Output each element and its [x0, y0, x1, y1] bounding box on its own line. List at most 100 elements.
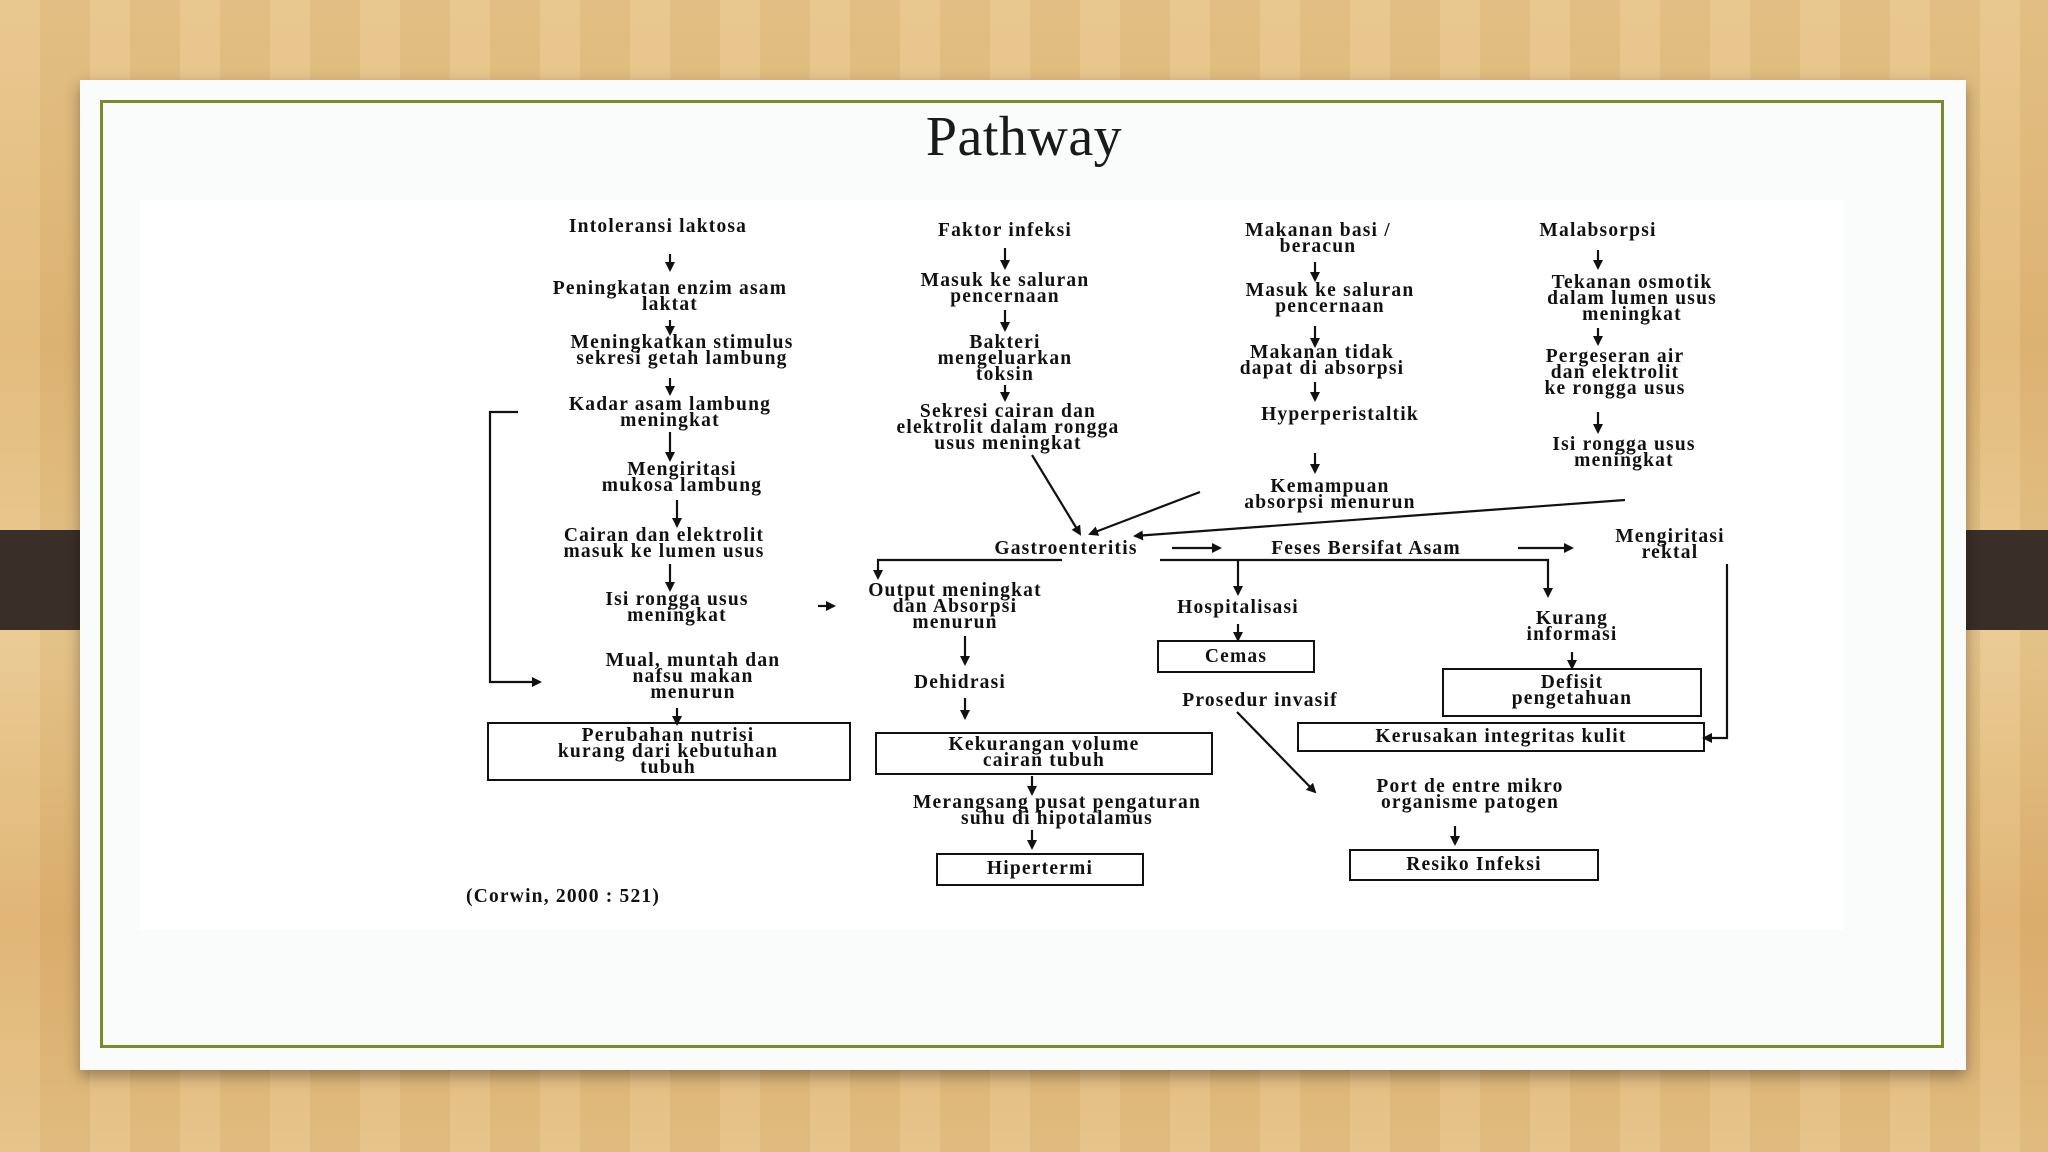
node-label-line: dapat di absorpsi — [1240, 358, 1405, 379]
node-label-line: mengeluarkan — [938, 348, 1073, 369]
node-label-line: Feses Bersifat Asam — [1271, 538, 1461, 559]
node-feses-asam: Feses Bersifat Asam — [1271, 538, 1461, 559]
node-label-line: pencernaan — [950, 286, 1060, 307]
node-label-line: meningkat — [1582, 304, 1682, 325]
node-label-line: Cemas — [1205, 646, 1267, 667]
node-label-line: Resiko Infeksi — [1406, 854, 1541, 875]
node-label-line: (Corwin, 2000 : 521) — [466, 886, 660, 907]
node-hospitalisasi: Hospitalisasi — [1177, 597, 1299, 618]
svg-text:Kerusakan integritas kulit: Kerusakan integritas kulit — [1375, 726, 1626, 747]
node-label-line: usus meningkat — [934, 433, 1081, 454]
node-label-line: Cairan dan elektrolit — [564, 525, 764, 546]
node-label-line: Peningkatan enzim asam — [553, 278, 787, 299]
svg-text:Hipertermi: Hipertermi — [987, 858, 1093, 879]
node-label-line: Kerusakan integritas kulit — [1375, 726, 1626, 747]
node-label-line: Mengiritasi — [627, 459, 737, 480]
node-label-line: dan Absorpsi — [893, 596, 1017, 617]
node-label-line: Isi rongga usus — [1552, 434, 1695, 455]
svg-text:Faktor infeksi: Faktor infeksi — [938, 220, 1072, 241]
node-label-line: informasi — [1527, 624, 1618, 645]
node-label-line: suhu di hipotalamus — [961, 808, 1153, 829]
node-label-line: masuk ke lumen usus — [563, 541, 764, 562]
node-label-line: dalam lumen usus — [1547, 288, 1717, 309]
node-label-line: mukosa lambung — [602, 475, 762, 496]
node-label-line: Masuk ke saluran — [921, 270, 1090, 291]
node-label-line: Masuk ke saluran — [1246, 280, 1415, 301]
node-label-line: Kadar asam lambung — [569, 394, 771, 415]
node-label-line: Prosedur invasif — [1182, 690, 1338, 711]
node-label-line: cairan tubuh — [983, 750, 1105, 771]
node-label-line: Makanan tidak — [1250, 342, 1394, 363]
node-label-line: Pergeseran air — [1546, 346, 1685, 367]
node-label-line: ke rongga usus — [1544, 378, 1685, 399]
node-cemas: Cemas — [1205, 646, 1267, 667]
node-faktor-infeksi: Faktor infeksi — [938, 220, 1072, 241]
node-label-line: Kurang — [1536, 608, 1608, 629]
node-label-line: Sekresi cairan dan — [920, 401, 1096, 422]
node-label-line: pengetahuan — [1512, 688, 1632, 709]
node-label-line: Hospitalisasi — [1177, 597, 1299, 618]
slide-title: Pathway — [925, 106, 1123, 168]
node-malabsorpsi: Malabsorpsi — [1539, 220, 1655, 241]
node-label-line: sekresi getah lambung — [576, 348, 787, 369]
node-label-line: organisme patogen — [1381, 792, 1559, 813]
svg-text:Hyperperistaltik: Hyperperistaltik — [1261, 404, 1419, 425]
node-label-line: Merangsang pusat pengaturan — [913, 792, 1201, 813]
node-label-line: Output meningkat — [868, 580, 1042, 601]
node-label-line: Hipertermi — [987, 858, 1093, 879]
node-label-line: Faktor infeksi — [938, 220, 1072, 241]
slide-frame — [100, 100, 1944, 1048]
connectors — [488, 248, 1729, 850]
svg-text:Resiko Infeksi: Resiko Infeksi — [1406, 854, 1541, 875]
node-label-line: Kemampuan — [1270, 476, 1389, 497]
node-hyperperistaltik: Hyperperistaltik — [1261, 404, 1419, 425]
node-label-line: menurun — [912, 612, 997, 633]
node-label-line: Defisit — [1541, 672, 1604, 693]
node-label-line: menurun — [650, 682, 735, 703]
node-dehidrasi: Dehidrasi — [914, 672, 1006, 693]
node-label-line: pencernaan — [1275, 296, 1385, 317]
svg-text:Feses Bersifat Asam: Feses Bersifat Asam — [1271, 538, 1461, 559]
node-label-line: toksin — [976, 364, 1034, 385]
node-gastroenteritis: Gastroenteritis — [994, 538, 1137, 559]
node-label-line: tubuh — [640, 757, 696, 778]
svg-text:Makanan basi /beracun: Makanan basi /beracun — [1245, 220, 1391, 257]
node-label-line: Mengiritasi — [1615, 526, 1725, 547]
node-label-line: Makanan basi / — [1245, 220, 1391, 241]
node-kerusakan-integritas: Kerusakan integritas kulit — [1375, 726, 1626, 747]
node-label-line: kurang dari kebutuhan — [558, 741, 778, 762]
svg-text:Gastroenteritis: Gastroenteritis — [994, 538, 1137, 559]
node-label-line: meningkat — [620, 410, 720, 431]
node-label-line: Dehidrasi — [914, 672, 1006, 693]
svg-text:Dehidrasi: Dehidrasi — [914, 672, 1006, 693]
